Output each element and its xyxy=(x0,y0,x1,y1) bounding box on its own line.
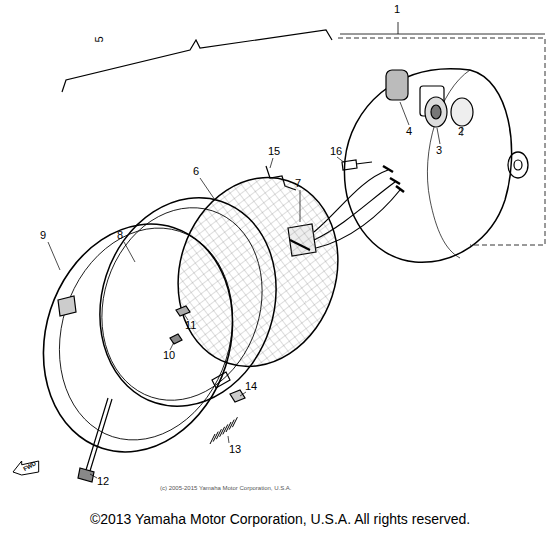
callout-number: 14 xyxy=(245,381,257,392)
callout-number: 16 xyxy=(330,146,342,157)
grommet-3 xyxy=(425,97,447,127)
headlight-lens xyxy=(154,157,362,388)
screw-16 xyxy=(342,160,372,170)
inner-rim-edge xyxy=(78,187,287,422)
wire-terminals xyxy=(383,166,404,192)
housing-mount-hole xyxy=(514,160,522,170)
leader-lines xyxy=(48,102,462,478)
rim-bracket xyxy=(212,372,230,388)
group-bracket xyxy=(62,30,332,92)
nut-14 xyxy=(230,390,245,402)
rim-tab xyxy=(58,296,76,316)
copyright-caption: ©2013 Yamaha Motor Corporation, U.S.A. A… xyxy=(0,512,560,526)
callout-number: 12 xyxy=(97,476,109,487)
callout-number: 6 xyxy=(193,166,199,177)
callout-number: 3 xyxy=(436,145,442,156)
spring-13 xyxy=(210,417,237,444)
callout-number: 4 xyxy=(406,126,412,137)
spring-coil xyxy=(232,417,237,427)
callout-number: 2 xyxy=(458,126,464,137)
forward-arrow: FWD xyxy=(12,460,40,476)
callout-number: 10 xyxy=(163,350,175,361)
callout-number: 5 xyxy=(94,36,105,42)
grommet-2 xyxy=(451,98,473,126)
housing-mount xyxy=(508,152,528,178)
callout-number: 7 xyxy=(295,178,301,189)
callout-number: 9 xyxy=(40,230,46,241)
grommet-4 xyxy=(386,70,408,100)
group-bracket xyxy=(340,22,545,34)
headlight-housing xyxy=(344,69,511,263)
callout-number: 1 xyxy=(394,4,400,15)
lens-boss xyxy=(290,240,310,250)
grommet-3-center xyxy=(431,105,441,119)
nut-11 xyxy=(176,306,190,316)
outer-rim-edge xyxy=(33,205,260,462)
watermark: (c) 2005-2015 Yamaha Motor Corporation, … xyxy=(160,485,292,491)
screw-12 xyxy=(86,398,112,471)
outer-rim xyxy=(15,199,262,477)
callout-number: 13 xyxy=(229,444,241,455)
screw-10 xyxy=(170,334,182,344)
inner-rim xyxy=(73,175,302,430)
callout-number: 15 xyxy=(268,146,280,157)
callout-number: 8 xyxy=(117,230,123,241)
callout-number: 11 xyxy=(185,320,196,331)
